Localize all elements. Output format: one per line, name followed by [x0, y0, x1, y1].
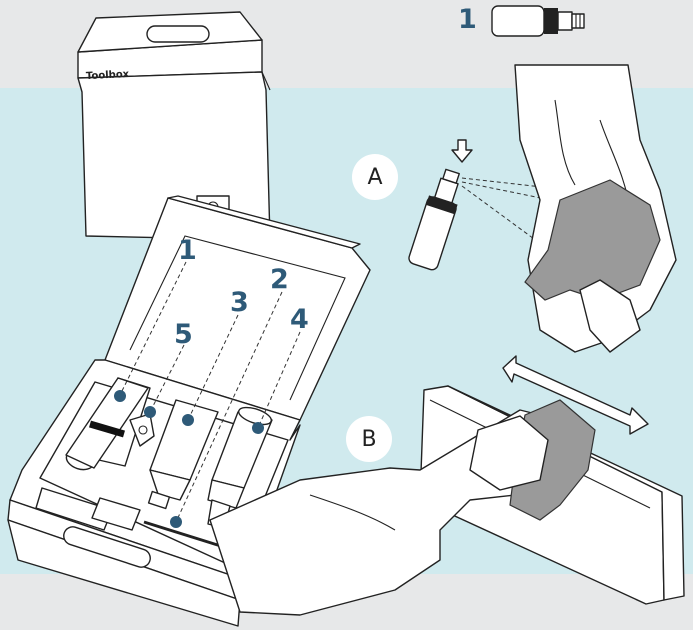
callout-4: 4 [290, 306, 309, 333]
step-a-illustration [407, 65, 676, 352]
callout-5: 5 [174, 321, 193, 348]
dot-1 [114, 390, 126, 402]
dot-5 [144, 406, 156, 418]
toolbox-label: Toolbox [86, 69, 130, 82]
step-a-badge: A [352, 154, 398, 200]
toolbox-handle-slot [147, 26, 209, 42]
step-b-badge: B [346, 416, 392, 462]
down-arrow-icon [452, 140, 472, 162]
dot-3 [182, 414, 194, 426]
top-item-number: 1 [458, 6, 477, 33]
callout-3: 3 [230, 289, 249, 316]
dot-2 [170, 516, 182, 528]
dot-4 [252, 422, 264, 434]
callout-1: 1 [178, 237, 197, 264]
top-canister [492, 6, 584, 36]
callout-2: 2 [270, 266, 289, 293]
